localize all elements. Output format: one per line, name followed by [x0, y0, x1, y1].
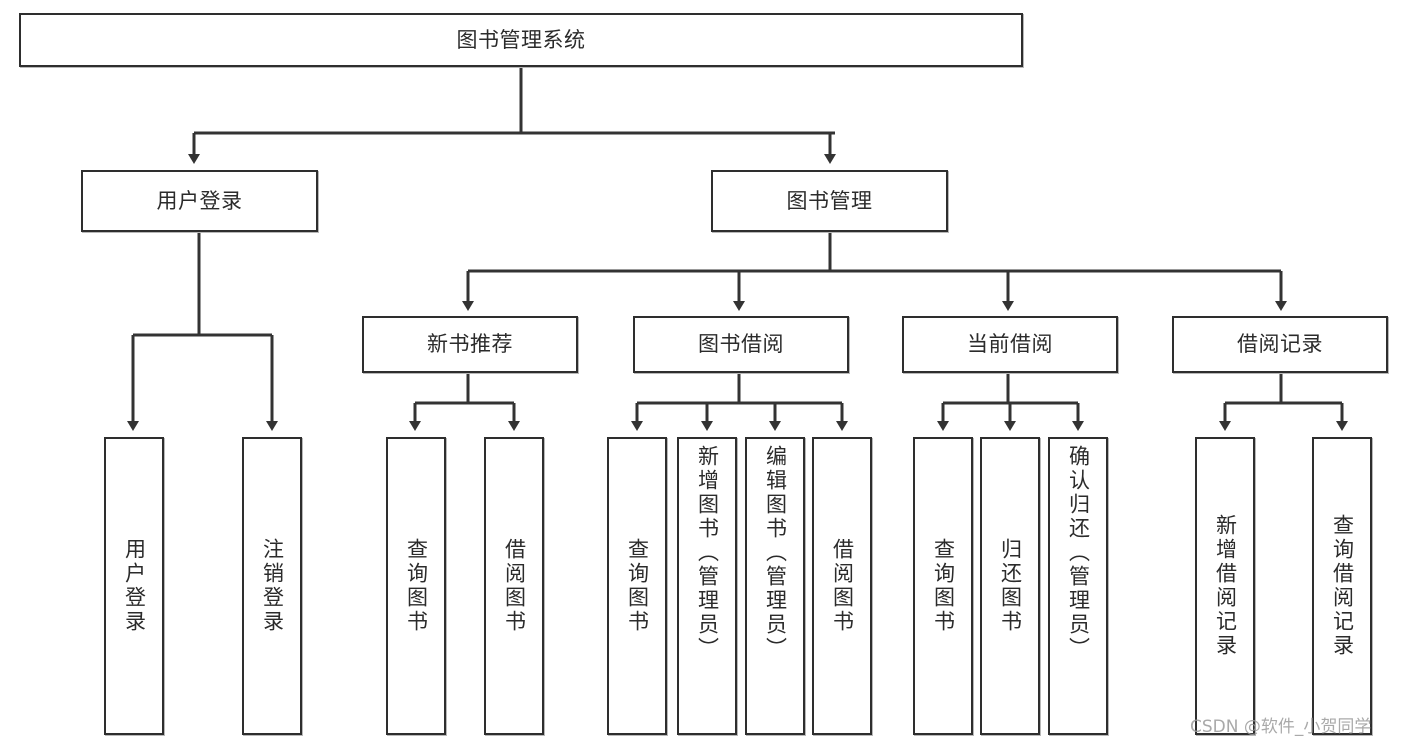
leaf-borrow-book-recommend[interactable]: 借阅图书 — [484, 437, 544, 735]
leaf-borrow-book-label: 借阅图书 — [830, 538, 855, 634]
leaf-query-book-current-label: 查询图书 — [931, 538, 956, 634]
node-new-book-recommend[interactable]: 新书推荐 — [362, 316, 578, 373]
leaf-query-book-recommend-label: 查询图书 — [404, 538, 429, 634]
leaf-return-book[interactable]: 归还图书 — [980, 437, 1040, 735]
node-borrow-record-label: 借阅记录 — [1237, 332, 1323, 357]
leaf-add-book-label: 新增图书（管理员） — [695, 445, 720, 661]
leaf-borrow-book-recommend-label: 借阅图书 — [502, 538, 527, 634]
node-root-label: 图书管理系统 — [456, 27, 586, 52]
leaf-user-login[interactable]: 用户登录 — [104, 437, 164, 735]
leaf-query-book-borrow-label: 查询图书 — [625, 538, 650, 634]
leaf-edit-book-label: 编辑图书（管理员） — [763, 445, 788, 661]
leaf-confirm-return-label: 确认归还（管理员） — [1066, 445, 1091, 661]
node-user-login-label: 用户登录 — [156, 188, 243, 213]
node-book-management[interactable]: 图书管理 — [711, 170, 948, 232]
leaf-borrow-book[interactable]: 借阅图书 — [812, 437, 872, 735]
leaf-add-borrow-record-label: 新增借阅记录 — [1213, 514, 1238, 658]
node-new-book-recommend-label: 新书推荐 — [427, 332, 513, 357]
node-current-borrow[interactable]: 当前借阅 — [902, 316, 1118, 373]
leaf-confirm-return[interactable]: 确认归还（管理员） — [1048, 437, 1108, 735]
leaf-query-book-recommend[interactable]: 查询图书 — [386, 437, 446, 735]
leaf-query-book-current[interactable]: 查询图书 — [913, 437, 973, 735]
csdn-watermark: CSDN @软件_小贺同学 — [1190, 717, 1372, 737]
leaf-logout[interactable]: 注销登录 — [242, 437, 302, 735]
leaf-user-login-label: 用户登录 — [122, 538, 147, 634]
leaf-logout-label: 注销登录 — [260, 538, 285, 634]
node-root[interactable]: 图书管理系统 — [19, 13, 1023, 67]
leaf-add-borrow-record[interactable]: 新增借阅记录 — [1195, 437, 1255, 735]
node-book-borrow[interactable]: 图书借阅 — [633, 316, 849, 373]
node-user-login[interactable]: 用户登录 — [81, 170, 318, 232]
leaf-return-book-label: 归还图书 — [998, 538, 1023, 634]
leaf-edit-book[interactable]: 编辑图书（管理员） — [745, 437, 805, 735]
node-borrow-record[interactable]: 借阅记录 — [1172, 316, 1388, 373]
node-book-borrow-label: 图书借阅 — [698, 332, 784, 357]
leaf-query-book-borrow[interactable]: 查询图书 — [607, 437, 667, 735]
leaf-query-borrow-record[interactable]: 查询借阅记录 — [1312, 437, 1372, 735]
node-current-borrow-label: 当前借阅 — [967, 332, 1053, 357]
leaf-query-borrow-record-label: 查询借阅记录 — [1330, 514, 1355, 658]
node-book-management-label: 图书管理 — [786, 188, 873, 213]
leaf-add-book[interactable]: 新增图书（管理员） — [677, 437, 737, 735]
